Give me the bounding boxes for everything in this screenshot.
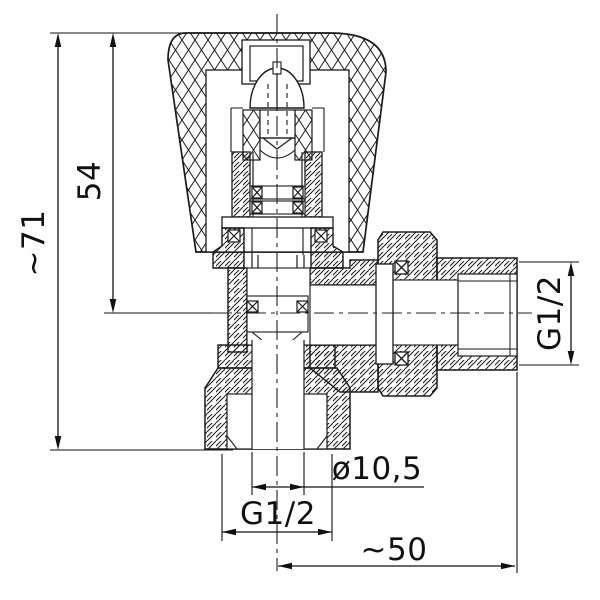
o-ring-seal — [394, 260, 409, 275]
union-nut-bottom — [204, 340, 351, 450]
o-ring-seal — [292, 201, 304, 214]
dim-label-bore-diameter: ø10,5 — [332, 451, 423, 487]
o-ring-seal — [227, 229, 241, 243]
o-ring-seal — [296, 300, 309, 313]
outlet-thread-lines — [458, 274, 517, 356]
stem-continuation — [251, 228, 304, 255]
body-wall-left — [227, 267, 248, 353]
dimensions — [50, 32, 579, 573]
dim-label-overall-height: ~71 — [16, 210, 52, 277]
tailpiece-flange — [375, 263, 394, 365]
gasket-o-rings — [394, 260, 409, 366]
dim-label-side-thread: G1/2 — [532, 275, 568, 351]
body-passage — [309, 284, 384, 346]
dim-label-width: ~50 — [361, 532, 428, 568]
centerlines — [212, 14, 532, 571]
side-outlet — [375, 231, 518, 397]
o-ring-seal — [251, 201, 263, 214]
o-ring-seal — [314, 229, 328, 243]
bonnet-o-rings — [227, 229, 328, 243]
o-ring-seal — [246, 300, 259, 313]
screw-tip — [260, 137, 295, 150]
disc-o-rings — [246, 300, 309, 313]
bottom-bore — [252, 340, 304, 449]
dimension-labels: ~71 54 G1/2 ø10,5 G1/2 ~50 — [16, 161, 568, 568]
bottom-bore-walls — [251, 340, 305, 449]
o-ring-seal — [394, 351, 409, 366]
gland-wall-right — [304, 151, 323, 218]
knob-hub-skirt — [230, 107, 325, 152]
gland-wall-left — [231, 151, 251, 218]
stem-o-rings — [251, 186, 304, 214]
o-ring-seal — [251, 186, 263, 199]
dim-label-bottom-thread: G1/2 — [240, 496, 316, 532]
o-ring-seal — [292, 186, 304, 199]
nut-inner-chamfers — [226, 435, 328, 450]
dim-label-height-to-axis: 54 — [72, 161, 108, 201]
dimension-arrows — [54, 33, 575, 570]
outlet-thread-opening — [457, 273, 518, 357]
